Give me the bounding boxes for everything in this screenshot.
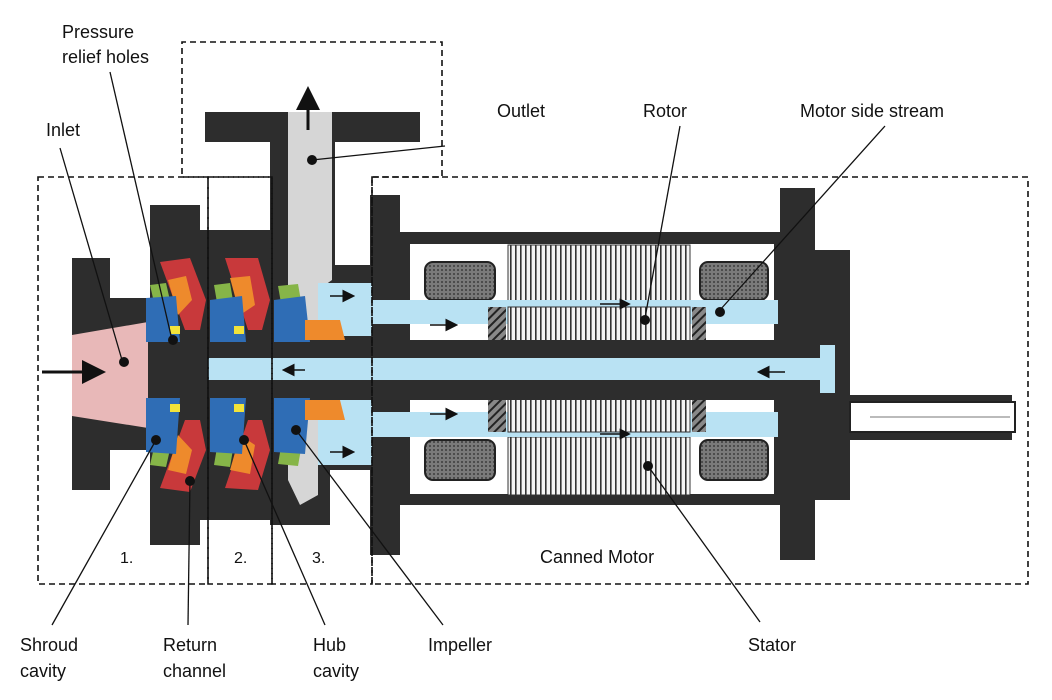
stator-laminations-top bbox=[507, 244, 691, 302]
rotor-laminations-bottom bbox=[507, 397, 691, 433]
stator-label: Stator bbox=[748, 635, 796, 655]
shaft-bore bbox=[208, 345, 835, 393]
rotor-hatch-right-top bbox=[692, 307, 706, 341]
impeller-label: Impeller bbox=[428, 635, 492, 655]
leader-dots bbox=[119, 155, 725, 486]
stage-boxes bbox=[37, 41, 1029, 585]
return-channel-label-line2: channel bbox=[163, 661, 226, 681]
pressure-relief-label-line1: Pressure bbox=[62, 22, 134, 42]
rotor-hatch-left-top bbox=[488, 307, 506, 341]
shroud-cavity-label-line2: cavity bbox=[20, 661, 66, 681]
canned-motor-label: Canned Motor bbox=[540, 547, 654, 567]
motor-side-stream-label: Motor side stream bbox=[800, 101, 944, 121]
rotor-hatch-left-bottom bbox=[488, 398, 506, 432]
shroud-cavity-label-line1: Shroud bbox=[20, 635, 78, 655]
inlet-fluid bbox=[72, 322, 148, 428]
stage-2-label: 2. bbox=[234, 550, 247, 567]
return-channel-label-line1: Return bbox=[163, 635, 217, 655]
rotor-label: Rotor bbox=[643, 101, 687, 121]
impeller-stages bbox=[146, 258, 345, 492]
pressure-relief-label-line2: relief holes bbox=[62, 47, 149, 67]
hub-cavity-label-line1: Hub bbox=[313, 635, 346, 655]
leader-lines bbox=[51, 71, 886, 626]
stage-1-label: 1. bbox=[120, 550, 133, 567]
stage-3-label: 3. bbox=[312, 550, 325, 567]
rotor-hatch-right-bottom bbox=[692, 398, 706, 432]
stator-winding-bottom-right bbox=[699, 439, 769, 481]
stator-winding-top-left bbox=[424, 261, 496, 301]
flow-arrows bbox=[42, 86, 785, 459]
inlet-label: Inlet bbox=[46, 120, 80, 140]
outlet-label: Outlet bbox=[497, 101, 545, 121]
stator-winding-bottom-left bbox=[424, 439, 496, 481]
rotor-laminations-top bbox=[507, 306, 691, 342]
hub-cavity-label-line2: cavity bbox=[313, 661, 359, 681]
